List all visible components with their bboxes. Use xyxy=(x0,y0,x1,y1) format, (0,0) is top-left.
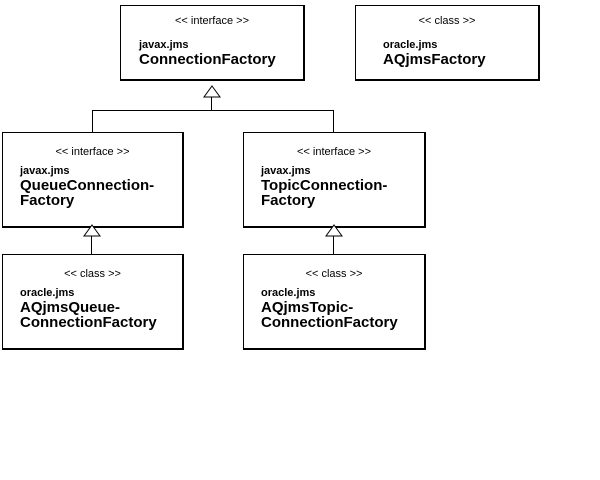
inheritance-line xyxy=(211,97,212,110)
class-name: AQjmsFactory xyxy=(356,52,538,67)
class-name-line: TopicConnection- xyxy=(261,177,388,194)
stereotype-label: << class >> xyxy=(64,268,121,280)
package-label: javax.jms xyxy=(139,39,189,51)
uml-box-aqjms-factory: << class >> oracle.jms AQjmsFactory xyxy=(355,5,540,81)
package-label: javax.jms xyxy=(20,165,70,177)
generalization-arrow-icon xyxy=(325,224,343,237)
uml-box-connection-factory: << interface >> javax.jms ConnectionFact… xyxy=(120,5,305,81)
uml-box-aqjms-queue-connection-factory: << class >> oracle.jms AQjmsQueue- Conne… xyxy=(2,254,184,350)
stereotype-label: << interface >> xyxy=(297,146,371,158)
stereotype-label: << interface >> xyxy=(55,146,130,158)
inheritance-line xyxy=(333,110,334,132)
class-name-line: AQjmsFactory xyxy=(383,51,486,68)
package-label: oracle.jms xyxy=(20,287,75,299)
uml-box-queue-connection-factory: << interface >> javax.jms QueueConnectio… xyxy=(2,132,184,228)
class-name-line: ConnectionFactory xyxy=(20,314,157,331)
class-name-line: AQjmsTopic- xyxy=(261,299,354,316)
inheritance-line xyxy=(92,110,334,111)
package-label: javax.jms xyxy=(261,165,311,177)
class-name-line: ConnectionFactory xyxy=(261,314,398,331)
class-name: ConnectionFactory xyxy=(121,52,303,67)
uml-box-aqjms-topic-connection-factory: << class >> oracle.jms AQjmsTopic- Conne… xyxy=(243,254,426,350)
uml-box-topic-connection-factory: << interface >> javax.jms TopicConnectio… xyxy=(243,132,426,228)
package-label: oracle.jms xyxy=(383,39,438,51)
inheritance-line xyxy=(92,110,93,132)
class-name-line: QueueConnection- xyxy=(20,177,155,194)
stereotype-label: << class >> xyxy=(418,15,476,27)
stereotype-label: << class >> xyxy=(305,268,363,280)
class-name-line: ConnectionFactory xyxy=(139,51,276,68)
inheritance-line xyxy=(333,236,334,254)
class-name-line: Factory xyxy=(261,192,316,209)
class-name: QueueConnection- Factory xyxy=(3,178,182,208)
stereotype-label: << interface >> xyxy=(175,15,249,27)
class-name: TopicConnection- Factory xyxy=(244,178,424,208)
class-name: AQjmsQueue- ConnectionFactory xyxy=(3,300,182,330)
generalization-arrow-icon xyxy=(83,224,101,237)
package-label: oracle.jms xyxy=(261,287,316,299)
class-name: AQjmsTopic- ConnectionFactory xyxy=(244,300,424,330)
class-name-line: AQjmsQueue- xyxy=(20,299,121,316)
class-name-line: Factory xyxy=(20,192,75,209)
generalization-arrow-icon xyxy=(203,85,221,98)
inheritance-line xyxy=(91,236,92,254)
